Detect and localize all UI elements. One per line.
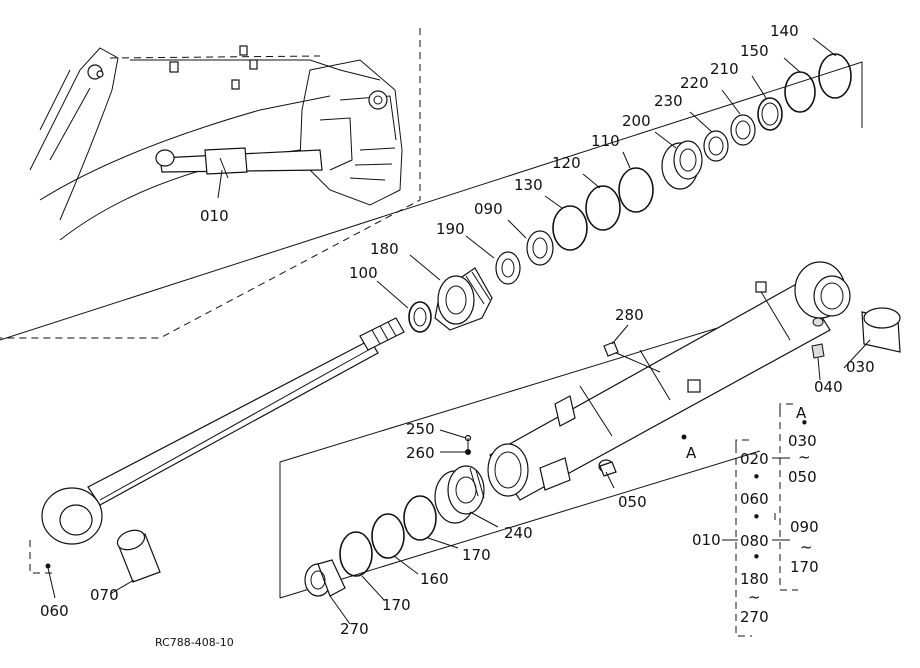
tree-a-050: 050 — [788, 468, 817, 486]
tree-dot2: • — [752, 508, 761, 526]
lower-seal-chain — [304, 434, 485, 597]
tree-020: 020 — [740, 450, 769, 468]
label-190: 190 — [436, 220, 465, 238]
label-240: 240 — [504, 524, 533, 542]
bushing-070 — [116, 529, 161, 583]
label-250: 250 — [406, 420, 435, 438]
label-180: 180 — [370, 240, 399, 258]
label-100: 100 — [349, 264, 378, 282]
tree-270: 270 — [740, 608, 769, 626]
label-260: 260 — [406, 444, 435, 462]
label-130: 130 — [514, 176, 543, 194]
tree-dot1: • — [752, 468, 761, 486]
tree-a-dot: • — [800, 414, 809, 432]
label-120: 120 — [552, 154, 581, 172]
tree-180: 180 — [740, 570, 769, 588]
label-090: 090 — [474, 200, 503, 218]
tree-dot3: • — [752, 548, 761, 566]
bushing-030 — [861, 307, 901, 353]
tree-a-030: 030 — [788, 432, 817, 450]
label-070: 070 — [90, 586, 119, 604]
drawing-code: RC788-408-10 — [155, 636, 234, 649]
label-270: 270 — [340, 620, 369, 638]
label-230: 230 — [654, 92, 683, 110]
label-010: 010 — [200, 207, 229, 225]
label-050: 050 — [618, 493, 647, 511]
label-200: 200 — [622, 112, 651, 130]
label-030: 030 — [846, 358, 875, 376]
label-170-upper: 170 — [462, 546, 491, 564]
label-040: 040 — [814, 378, 843, 396]
cylinder-tube — [487, 261, 851, 501]
tree-080: 080 — [740, 532, 769, 550]
tree-b-170: 170 — [790, 558, 819, 576]
piston-rod — [41, 317, 405, 569]
label-140: 140 — [770, 22, 799, 40]
tree-b-090: 090 — [790, 518, 819, 536]
label-A: A — [686, 444, 697, 462]
label-170-lower: 170 — [382, 596, 411, 614]
label-220: 220 — [680, 74, 709, 92]
label-210: 210 — [710, 60, 739, 78]
leader-lines — [47, 37, 871, 625]
part-labels: 140 150 210 220 230 200 110 120 130 090 … — [40, 22, 875, 649]
tree-a-head: A — [796, 404, 807, 422]
grease-nipple-040 — [811, 343, 825, 359]
label-280: 280 — [615, 306, 644, 324]
label-060: 060 — [40, 602, 69, 620]
frame-lines — [0, 61, 863, 599]
label-150: 150 — [740, 42, 769, 60]
tree-060: 060 — [740, 490, 769, 508]
tree-root-010: 010 — [692, 531, 721, 549]
composition-tree: 010 A • 030 ~ 050 020 • 060 • 080 • 180 … — [692, 403, 819, 637]
upper-seal-chain — [408, 53, 852, 333]
tree-tilde3: ~ — [748, 588, 761, 606]
grease-nipple-280 — [603, 341, 619, 357]
plug-050 — [598, 459, 617, 477]
tree-a-tilde: ~ — [798, 448, 811, 466]
machine-inset — [0, 28, 421, 339]
tree-b-tilde: ~ — [800, 538, 813, 556]
label-160: 160 — [420, 570, 449, 588]
label-110: 110 — [591, 132, 620, 150]
